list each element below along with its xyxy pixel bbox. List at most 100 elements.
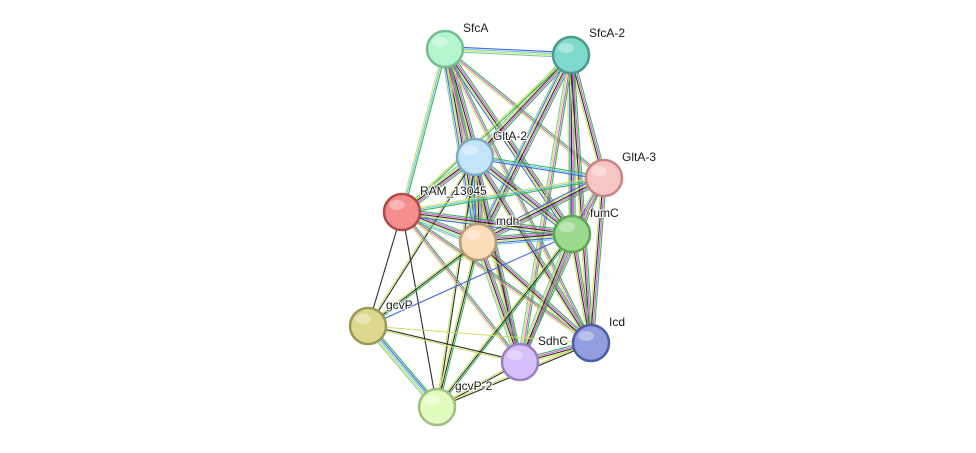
edge-strand bbox=[475, 242, 520, 363]
node-gcvp[interactable] bbox=[348, 306, 388, 346]
edge-mdh-sdhc bbox=[474, 240, 524, 364]
node-circle[interactable] bbox=[571, 323, 611, 363]
edge-strand bbox=[435, 232, 572, 407]
edge-glta-3-icd bbox=[588, 177, 607, 344]
edge-strand bbox=[522, 234, 576, 364]
edge-sfca-sfca-2 bbox=[444, 46, 572, 58]
edge-fumc-gcvp bbox=[367, 233, 573, 327]
node-glta-2[interactable] bbox=[455, 137, 495, 177]
edge-strand bbox=[473, 157, 591, 344]
edge-strand bbox=[444, 50, 571, 58]
edge-strand bbox=[474, 158, 604, 181]
node-circle[interactable] bbox=[425, 29, 465, 69]
edge-strand bbox=[475, 154, 605, 177]
edge-strand bbox=[519, 233, 573, 363]
edge-ram-13045-icd bbox=[400, 210, 593, 345]
edge-strand bbox=[478, 55, 573, 243]
edge-strand bbox=[476, 155, 594, 343]
node-sfca-2[interactable] bbox=[551, 35, 591, 75]
edge-strand bbox=[401, 211, 592, 344]
edge-strand bbox=[569, 55, 604, 179]
node-sfca[interactable] bbox=[425, 29, 465, 69]
edge-strand bbox=[368, 157, 477, 327]
node-circle[interactable] bbox=[348, 306, 388, 346]
node-circle[interactable] bbox=[455, 137, 495, 177]
edge-strand bbox=[481, 56, 576, 245]
edge-strand bbox=[569, 55, 591, 344]
edge-strand bbox=[520, 234, 574, 363]
edge-glta-2-icd bbox=[472, 155, 594, 345]
node-circle[interactable] bbox=[417, 387, 457, 427]
edge-strand bbox=[478, 178, 605, 244]
edge-strand bbox=[402, 210, 593, 343]
edge-strand bbox=[474, 156, 573, 235]
edge-strand bbox=[518, 233, 572, 362]
node-circle[interactable] bbox=[382, 192, 422, 232]
node-highlight bbox=[558, 43, 574, 53]
edge-glta-3-mdh bbox=[476, 174, 606, 246]
edge-strand bbox=[472, 52, 570, 156]
edge-strand bbox=[476, 174, 603, 240]
edge-strand bbox=[440, 49, 475, 243]
edge-glta-2-glta-3 bbox=[474, 154, 605, 181]
node-highlight bbox=[507, 350, 523, 360]
edge-strand bbox=[571, 54, 606, 178]
edge-strand bbox=[474, 156, 605, 179]
edge-strand bbox=[401, 54, 571, 212]
edge-strand bbox=[443, 49, 604, 180]
edge-sfca-2-glta-2 bbox=[472, 52, 574, 160]
node-circle[interactable] bbox=[584, 158, 624, 198]
edge-strand bbox=[473, 157, 572, 236]
edge-strand bbox=[444, 49, 571, 57]
edge-strand bbox=[367, 233, 573, 327]
edge-strand bbox=[437, 234, 574, 409]
edge-strand bbox=[368, 324, 521, 362]
node-highlight bbox=[591, 166, 607, 176]
node-circle[interactable] bbox=[458, 222, 498, 262]
node-label-gcvp-2: gcvP-2 bbox=[455, 379, 493, 393]
edge-strand bbox=[474, 242, 518, 364]
node-highlight bbox=[462, 145, 478, 155]
edge-strand bbox=[474, 54, 572, 158]
node-fumc[interactable] bbox=[552, 214, 592, 254]
edge-strand bbox=[436, 241, 479, 408]
node-highlight bbox=[424, 395, 440, 405]
edge-strand bbox=[472, 159, 571, 237]
edge-strand bbox=[476, 54, 571, 242]
edge-mdh-icd bbox=[476, 239, 593, 346]
node-ram-13045[interactable] bbox=[382, 192, 422, 232]
node-label-ram-13045: RAM_13045 bbox=[420, 184, 487, 198]
edge-strand bbox=[402, 208, 573, 232]
node-mdh[interactable] bbox=[458, 222, 498, 262]
node-gcvp-2[interactable] bbox=[417, 387, 457, 427]
edge-strand bbox=[478, 240, 592, 343]
edge-strand bbox=[401, 175, 604, 211]
node-circle[interactable] bbox=[500, 342, 540, 382]
node-sdhc[interactable] bbox=[500, 342, 540, 382]
edge-strand bbox=[588, 177, 603, 343]
edge-strand bbox=[400, 212, 591, 345]
node-circle[interactable] bbox=[551, 35, 591, 75]
node-circle[interactable] bbox=[552, 214, 592, 254]
edge-glta-2-fumc bbox=[472, 154, 575, 237]
node-icd[interactable] bbox=[571, 323, 611, 363]
edge-strand bbox=[480, 240, 524, 362]
edge-strand bbox=[572, 54, 594, 343]
edge-strand bbox=[475, 156, 593, 343]
edge-strand bbox=[479, 239, 593, 342]
edge-strand bbox=[401, 211, 438, 408]
node-glta-3[interactable] bbox=[584, 158, 624, 198]
node-label-sfca: SfcA bbox=[463, 21, 488, 35]
edge-mdh-gcvp bbox=[366, 240, 480, 328]
edge-strand bbox=[368, 242, 480, 328]
edge-strand bbox=[479, 55, 574, 244]
edge-glta-3-ram-13045 bbox=[401, 175, 605, 215]
edge-strand bbox=[479, 180, 606, 246]
edge-strand bbox=[572, 54, 607, 178]
edge-strand bbox=[403, 49, 448, 213]
edge-strand bbox=[438, 242, 481, 408]
edge-strand bbox=[477, 176, 604, 242]
edge-sfca-2-mdh bbox=[473, 52, 576, 245]
edge-strand bbox=[444, 48, 592, 344]
edge-strand bbox=[477, 177, 605, 243]
